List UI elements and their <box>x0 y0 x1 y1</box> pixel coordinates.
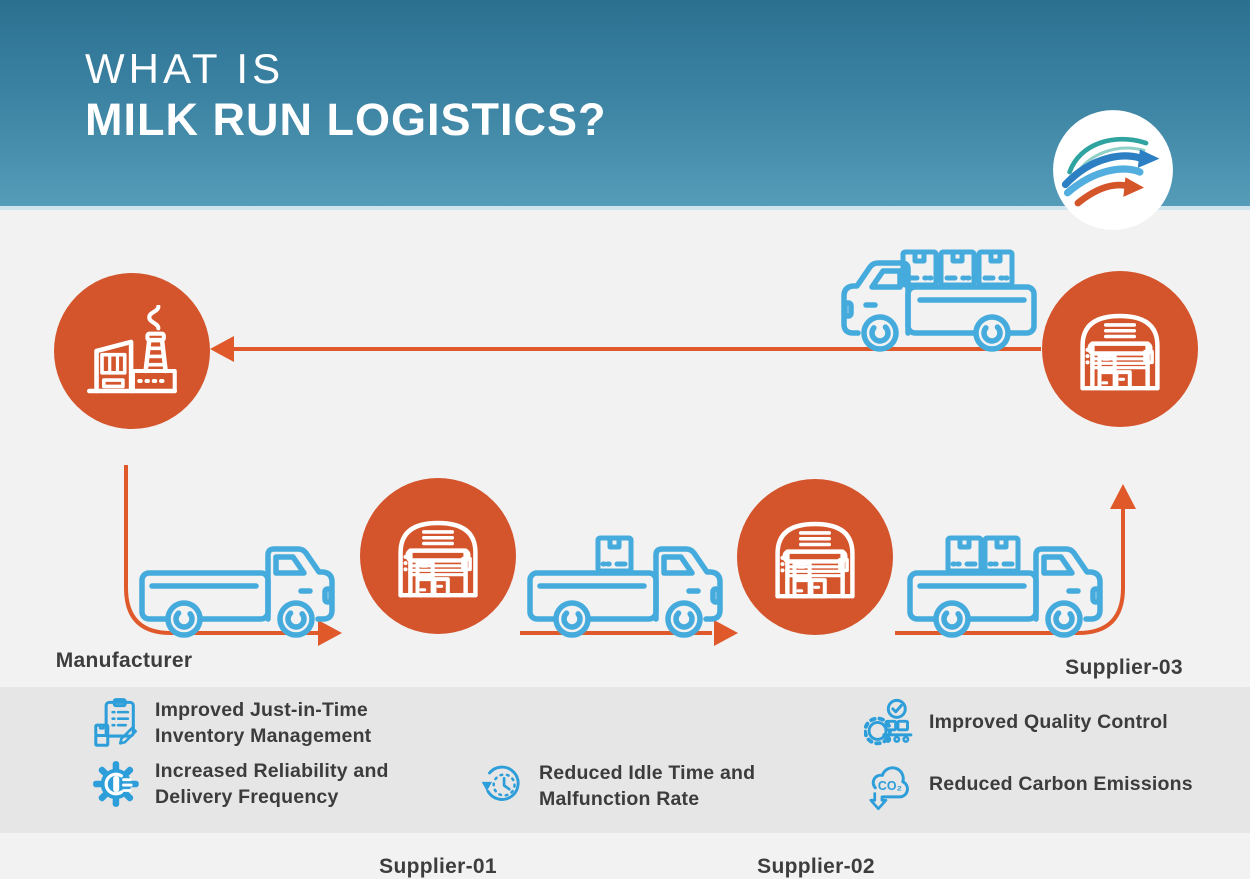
header-banner: WHAT IS MILK RUN LOGISTICS? <box>0 0 1250 210</box>
truck-loaded-3-boxes-icon <box>838 243 1038 353</box>
page-title: WHAT IS MILK RUN LOGISTICS? <box>85 44 606 146</box>
supplier-01-circle <box>360 478 516 634</box>
benefit-text: Improved Just-in-Time Inventory Manageme… <box>155 699 372 747</box>
node-label-supplier-02: Supplier-02 <box>757 855 875 878</box>
co2-cloud-icon: CO₂ <box>869 766 909 811</box>
title-line-2: MILK RUN LOGISTICS? <box>85 94 607 145</box>
benefit-carbon-emissions: CO₂ Reduced Carbon Emissions <box>864 759 1193 811</box>
warehouse-icon <box>766 512 864 602</box>
warehouse-icon <box>389 511 487 601</box>
node-manufacturer <box>54 273 210 429</box>
manufacturer-circle <box>54 273 210 429</box>
arrowhead-right-icon <box>318 620 342 646</box>
quality-gear-check-icon <box>864 698 913 746</box>
node-supplier-01 <box>360 478 516 634</box>
supplier-02-circle <box>737 479 893 635</box>
node-label-supplier-03: Supplier-03 <box>1065 656 1183 679</box>
node-supplier-03 <box>1042 271 1198 427</box>
benefit-idle-time: Reduced Idle Time and Malfunction Rate <box>478 761 755 812</box>
warehouse-icon <box>1071 304 1169 394</box>
node-label-manufacturer: Manufacturer <box>55 649 193 672</box>
benefit-text: Reduced Idle Time and Malfunction Rate <box>539 762 756 810</box>
clipboard-inventory-icon <box>94 698 138 747</box>
milk-run-diagram: Manufacturer Supplier-01 Supplier-02 Sup… <box>0 210 1250 878</box>
route-manufacturer-to-supplier01 <box>124 465 318 635</box>
truck-empty-icon <box>138 529 338 639</box>
node-label-supplier-01: Supplier-01 <box>379 855 497 878</box>
node-supplier-02 <box>737 479 893 635</box>
benefit-reliability: Increased Reliability and Delivery Frequ… <box>92 759 389 810</box>
arrowhead-up-icon <box>1110 484 1136 509</box>
truck-loaded-2-boxes-icon <box>906 529 1106 639</box>
co2-label: CO₂ <box>878 779 902 793</box>
benefit-text: Increased Reliability and Delivery Frequ… <box>155 760 389 808</box>
benefit-text: Improved Quality Control <box>929 711 1168 734</box>
title-line-1: WHAT IS <box>85 45 285 92</box>
supplier-03-circle <box>1042 271 1198 427</box>
arrowhead-right-icon <box>714 620 738 646</box>
benefit-jit-inventory: Improved Just-in-Time Inventory Manageme… <box>92 698 371 749</box>
company-logo-arrows-icon <box>1053 110 1173 230</box>
factory-icon <box>82 305 182 397</box>
benefit-text: Reduced Carbon Emissions <box>929 773 1193 796</box>
route-supplier02-to-supplier03 <box>895 509 1125 635</box>
benefits-bar: Improved Just-in-Time Inventory Manageme… <box>0 687 1250 833</box>
truck-loaded-1-box-icon <box>526 529 726 639</box>
gear-thumbs-up-icon <box>93 761 139 807</box>
route-arrows <box>124 336 1136 646</box>
stopwatch-icon <box>481 765 520 801</box>
benefit-quality-control: Improved Quality Control <box>864 697 1168 749</box>
arrowhead-left-icon <box>210 336 234 362</box>
